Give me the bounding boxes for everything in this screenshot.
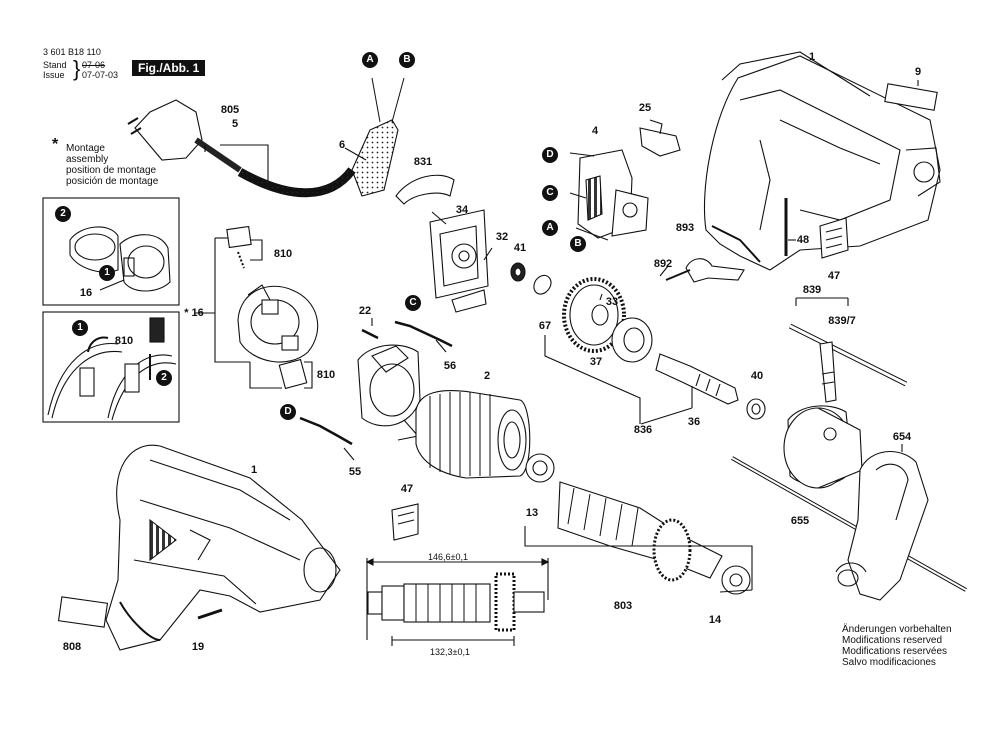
assembly-note-line: position de montage: [66, 165, 157, 176]
connector-badge-c: C: [542, 185, 558, 201]
stand-label: Stand: [43, 60, 67, 70]
part-label-56: 56: [443, 360, 457, 372]
part-label-19: 19: [191, 641, 205, 653]
part-label-1: 1: [250, 464, 258, 476]
part-label-47: 47: [400, 483, 414, 495]
part-label-22: 22: [358, 305, 372, 317]
connector-badge-a: A: [362, 52, 378, 68]
part-label-34: 34: [455, 204, 469, 216]
part-label-1: 1: [808, 51, 816, 63]
assembly-asterisk: *: [52, 136, 59, 153]
part-label-41: 41: [513, 242, 527, 254]
connector-badge-d: D: [280, 404, 296, 420]
part-label-40: 40: [750, 370, 764, 382]
part-label-810: 810: [273, 248, 293, 260]
part-label-6: 6: [338, 139, 346, 151]
part-label-836: 836: [633, 424, 653, 436]
part-label-16-star: * 16: [184, 307, 204, 319]
part-label-810: 810: [316, 369, 336, 381]
part-label-5: 5: [231, 118, 239, 130]
part-label-654: 654: [892, 431, 912, 443]
footer-note-line: Modifications reserved: [842, 635, 943, 646]
part-label-810: 810: [114, 335, 134, 347]
assembly-asterisk: *: [184, 307, 189, 319]
part-label-33: 33: [605, 296, 619, 308]
dimension-bottom: 132,3±0,1: [430, 647, 470, 657]
brace-glyph: }: [73, 56, 81, 81]
part-label-893: 893: [675, 222, 695, 234]
part-label-808: 808: [62, 641, 82, 653]
connector-badge-b: B: [570, 236, 586, 252]
part-label-2: 2: [483, 370, 491, 382]
part-label-803: 803: [613, 600, 633, 612]
assembly-note-line: Montage: [66, 143, 105, 154]
connector-badge-b: B: [399, 52, 415, 68]
power-cord-drawing: [127, 77, 405, 198]
inset-step-badge-2: 2: [55, 206, 71, 222]
assembly-note-line: assembly: [66, 154, 109, 165]
part-label-839: 839: [802, 284, 822, 296]
inset-step-badge-2: 2: [156, 370, 172, 386]
part-label-16: 16: [79, 287, 93, 299]
footer-note-line: Modifications reservées: [842, 646, 948, 657]
part-label-9: 9: [914, 66, 922, 78]
connector-badge-d: D: [542, 147, 558, 163]
part-label-14: 14: [708, 614, 722, 626]
part-label-48: 48: [796, 234, 810, 246]
inset-step-badge-1: 1: [72, 320, 88, 336]
footer-note-line: Salvo modificaciones: [842, 657, 936, 668]
part-label-55: 55: [348, 466, 362, 478]
part-label-4: 4: [591, 125, 599, 137]
part-label-36: 36: [687, 416, 701, 428]
issue-label: Issue: [43, 70, 65, 80]
part-label-32: 32: [495, 231, 509, 243]
part-label-839-7: 839/7: [828, 315, 856, 327]
part-label-13: 13: [525, 507, 539, 519]
part-label-67: 67: [538, 320, 552, 332]
document-number: 3 601 B18 110: [43, 47, 101, 57]
part-label-805: 805: [220, 104, 240, 116]
part-label-47: 47: [827, 270, 841, 282]
part-label-37: 37: [589, 356, 603, 368]
footer-note-line: Änderungen vorbehalten: [842, 624, 952, 635]
stand-date: 07-06: [82, 60, 106, 70]
dimension-top: 146,6±0,1: [428, 552, 468, 562]
connector-badge-c: C: [405, 295, 421, 311]
part-label-655: 655: [790, 515, 810, 527]
connector-badge-a: A: [542, 220, 558, 236]
part-label-16: 16: [191, 307, 204, 319]
inset-assembly-frame-1: [42, 197, 180, 306]
figure-label: Fig./Abb. 1: [132, 60, 206, 76]
inset-assembly-frame-2: [42, 311, 180, 423]
part-label-25: 25: [638, 102, 652, 114]
inset-step-badge-1: 1: [99, 265, 115, 281]
part-label-892: 892: [653, 258, 673, 270]
issue-date: 07-07-03: [82, 70, 119, 80]
assembly-note-line: posición de montage: [66, 176, 159, 187]
part-label-831: 831: [413, 156, 433, 168]
